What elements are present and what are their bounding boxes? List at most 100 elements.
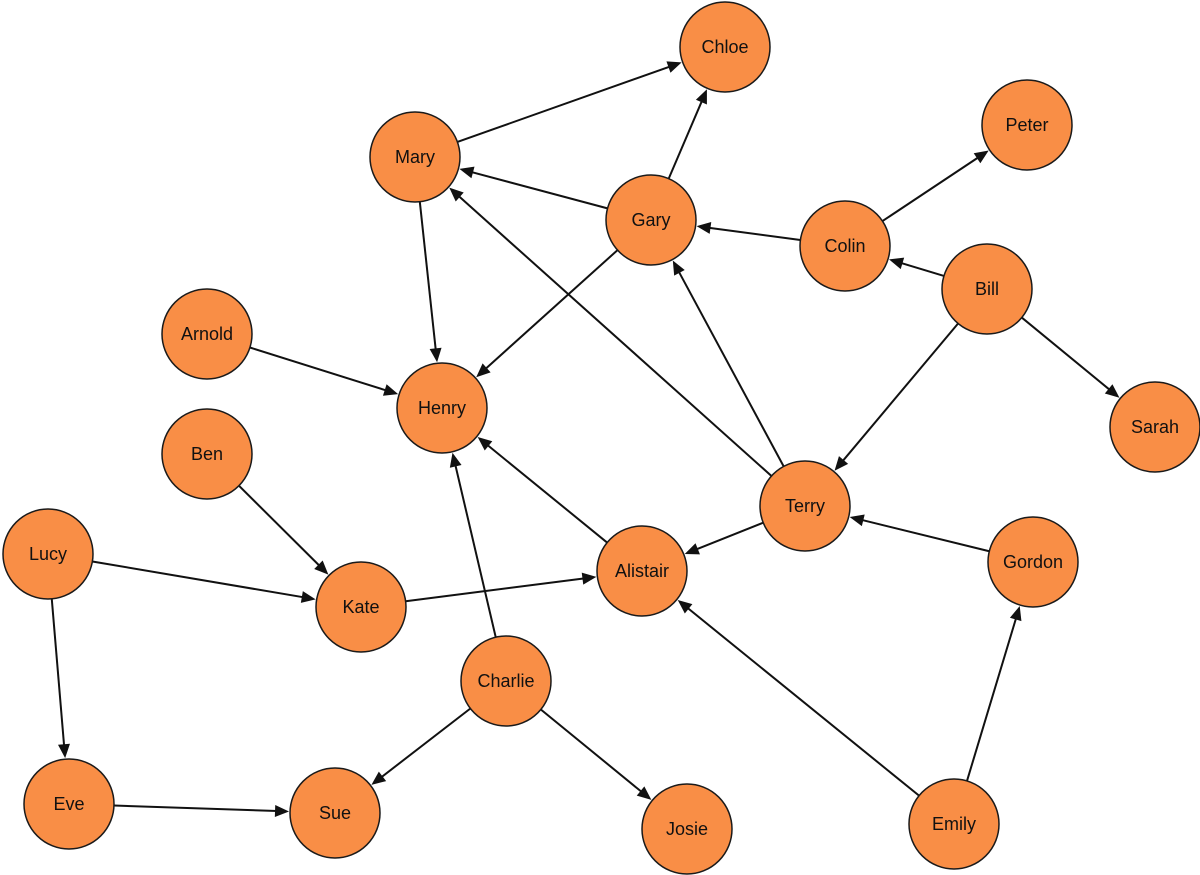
arrowhead-icon [677,599,693,614]
node-circle[interactable] [2,508,94,600]
node-ben[interactable]: Ben [161,408,253,500]
edge-line [454,464,497,638]
node-label: Colin [824,236,865,256]
arrowhead-icon [834,456,849,471]
node-circle[interactable] [396,362,488,454]
edge-line [249,346,387,392]
edge-line [708,226,801,242]
edge-line [677,270,785,467]
arrowhead-icon [459,166,475,179]
node-bill[interactable]: Bill [941,243,1033,335]
node-circle[interactable] [679,1,771,93]
edge-colin-to-gary [696,222,801,242]
edge-ben-to-kate [238,485,329,575]
node-circle[interactable] [161,408,253,500]
edge-kate-to-alistair [405,572,597,603]
edge-emily-to-alistair [677,599,920,797]
node-circle[interactable] [460,635,552,727]
edge-mary-to-henry [418,201,442,363]
edge-gordon-to-terry [849,514,990,553]
edge-lucy-to-eve [50,598,70,759]
node-mary[interactable]: Mary [369,111,461,203]
edge-terry-to-alistair [684,521,764,555]
node-peter[interactable]: Peter [981,79,1073,171]
edge-line [486,443,608,544]
edge-bill-to-sarah [1021,316,1120,398]
node-gordon[interactable]: Gordon [987,516,1079,608]
edge-gary-to-mary [459,166,608,210]
arrowhead-icon [300,591,316,603]
edge-bill-to-terry [834,322,959,471]
arrowhead-icon [666,61,682,73]
node-chloe[interactable]: Chloe [679,1,771,93]
node-label: Kate [342,597,379,617]
arrowhead-icon [314,560,329,575]
arrowhead-icon [849,514,865,527]
node-sarah[interactable]: Sarah [1109,381,1200,473]
node-circle[interactable] [1109,381,1200,473]
node-label: Sue [319,803,351,823]
node-lucy[interactable]: Lucy [2,508,94,600]
node-circle[interactable] [908,778,1000,870]
edge-colin-to-peter [881,150,989,222]
node-circle[interactable] [605,174,697,266]
node-arnold[interactable]: Arnold [161,288,253,380]
node-label: Ben [191,444,223,464]
node-label: Lucy [29,544,67,564]
edges-layer [50,61,1120,817]
node-colin[interactable]: Colin [799,200,891,292]
arrowhead-icon [684,543,700,555]
node-alistair[interactable]: Alistair [596,525,688,617]
node-label: Chloe [701,37,748,57]
edge-line [695,521,764,551]
node-circle[interactable] [987,516,1079,608]
node-charlie[interactable]: Charlie [460,635,552,727]
node-circle[interactable] [759,460,851,552]
edge-line [900,261,945,277]
arrowhead-icon [973,150,989,164]
edge-line [470,170,608,210]
node-josie[interactable]: Josie [641,783,733,875]
node-label: Arnold [181,324,233,344]
node-circle[interactable] [941,243,1033,335]
edge-line [238,485,321,567]
node-circle[interactable] [315,561,407,653]
arrowhead-icon [382,384,399,396]
edge-alistair-to-henry [477,437,608,544]
node-label: Gary [631,210,670,230]
edge-emily-to-gordon [966,606,1022,782]
node-kate[interactable]: Kate [315,561,407,653]
edge-line [113,804,278,813]
node-sue[interactable]: Sue [289,767,381,859]
edge-line [50,598,66,747]
node-gary[interactable]: Gary [605,174,697,266]
arrowhead-icon [274,804,290,817]
edge-eve-to-sue [113,804,290,817]
node-label: Josie [666,819,708,839]
node-circle[interactable] [23,758,115,850]
node-circle[interactable] [369,111,461,203]
node-label: Peter [1005,115,1048,135]
node-henry[interactable]: Henry [396,362,488,454]
node-circle[interactable] [799,200,891,292]
edge-line [540,708,643,794]
edge-gary-to-henry [476,249,619,378]
arrowhead-icon [581,572,597,585]
node-label: Terry [785,496,825,516]
node-label: Alistair [615,561,669,581]
arrowhead-icon [1009,606,1022,622]
node-circle[interactable] [289,767,381,859]
node-eve[interactable]: Eve [23,758,115,850]
arrowhead-icon [449,452,462,468]
node-circle[interactable] [161,288,253,380]
node-circle[interactable] [641,783,733,875]
node-terry[interactable]: Terry [759,460,851,552]
node-circle[interactable] [981,79,1073,171]
node-circle[interactable] [596,525,688,617]
node-emily[interactable]: Emily [908,778,1000,870]
edge-terry-to-mary [449,187,773,477]
node-label: Bill [975,279,999,299]
edge-line [92,560,304,599]
